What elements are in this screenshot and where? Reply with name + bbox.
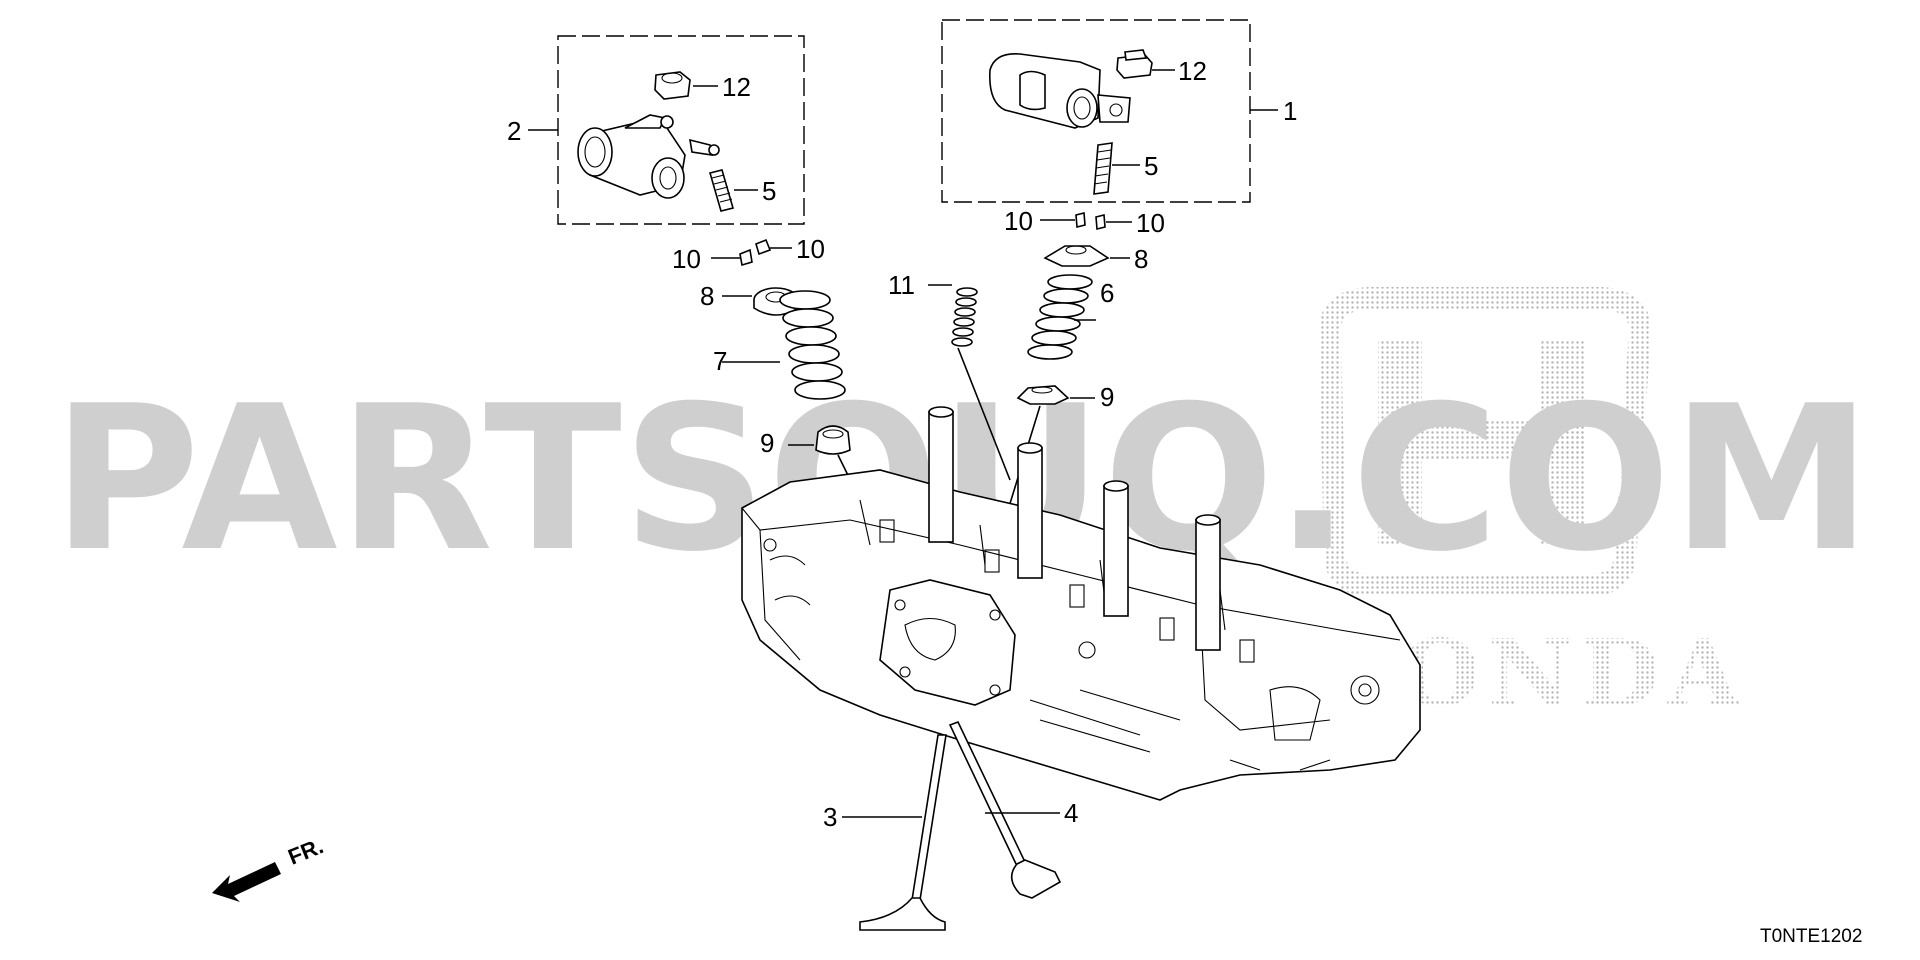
rocker-arm-icon [988,53,1131,129]
lock-nut-icon [654,71,691,100]
callout-10-left-b: 10 [796,234,825,264]
callout-11: 11 [888,270,915,300]
front-direction-arrow-icon [212,862,281,902]
callout-12-right: 12 [1178,56,1207,86]
adjusting-screw-icon [1093,142,1113,195]
valve-guide-tubes [928,406,1221,651]
callout-6: 6 [1100,278,1114,308]
intake-valve [842,734,947,931]
callout-4: 4 [1064,798,1078,828]
callout-5-left: 5 [762,176,776,206]
rocker-arm-group-2 [528,35,805,225]
callout-10-right-b: 10 [1136,208,1165,238]
rocker-arm-group-1 [941,19,1278,203]
spring-retainer-right [1043,245,1130,267]
callout-8-right: 8 [1134,244,1148,274]
exhaust-valve [948,720,1062,899]
cylinder-head-illustration [741,406,1421,801]
small-spring [928,284,1011,481]
valve-spring-outer [722,290,846,400]
callout-3: 3 [823,802,837,832]
rocker-arm-icon [577,114,720,199]
valve-cotters-left [711,238,792,267]
callout-7: 7 [713,346,727,376]
valve-spring-right [1027,274,1096,360]
adjusting-screw-icon [709,169,734,212]
callout-10-left-a: 10 [672,244,701,274]
lock-nut-icon [1116,49,1153,79]
callout-8-left: 8 [700,281,714,311]
callout-9-left: 9 [760,428,774,458]
callout-1: 1 [1283,96,1297,126]
diagram-reference-code: T0NTE1202 [1760,926,1862,947]
callout-10-right-a: 10 [1004,206,1033,236]
callout-2: 2 [507,116,521,146]
valve-cotters-right [1040,211,1132,231]
front-direction-label: FR. [285,833,327,869]
callout-5-right: 5 [1144,151,1158,181]
callout-labels: 1 2 3 4 5 5 6 7 8 8 9 9 10 10 10 10 11 1… [507,56,1297,832]
valve-stem-seal-left [788,425,871,521]
callout-12-left: 12 [722,72,751,102]
callout-9-right: 9 [1100,382,1114,412]
